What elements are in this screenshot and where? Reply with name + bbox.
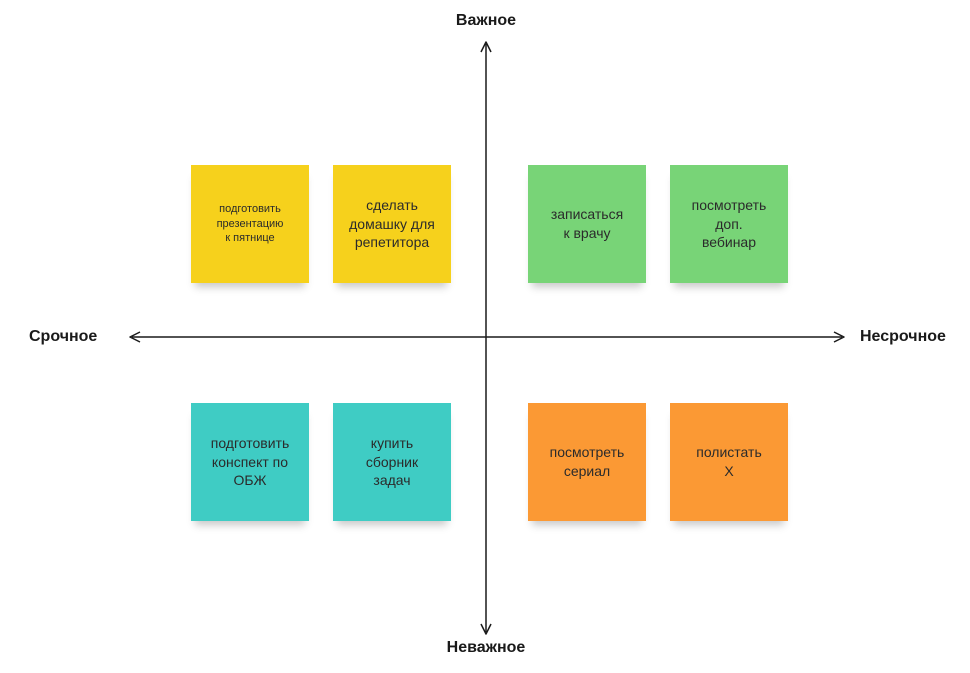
axis-label-important: Важное <box>455 12 517 29</box>
axis-label-not-urgent: Несрочное <box>860 328 946 345</box>
sticky-text: купить сборник задач <box>365 434 419 489</box>
sticky-note-doctor-appointment[interactable]: записаться к врачу <box>528 165 646 283</box>
sticky-text: подготовить конспект по ОБЖ <box>210 434 290 489</box>
sticky-text: сделать домашку для репетитора <box>349 196 435 251</box>
sticky-note-buy-book[interactable]: купить сборник задач <box>333 403 451 521</box>
axis-label-unimportant: Неважное <box>446 639 526 656</box>
sticky-note-prepare-notes[interactable]: подготовить конспект по ОБЖ <box>191 403 309 521</box>
sticky-note-watch-webinar[interactable]: посмотреть доп. вебинар <box>670 165 788 283</box>
axis-arrow-up <box>480 41 492 53</box>
sticky-text: подготовить презентацию к пятнице <box>216 202 284 245</box>
sticky-note-homework-tutor[interactable]: сделать домашку для репетитора <box>333 165 451 283</box>
sticky-note-scroll-x[interactable]: полистать X <box>670 403 788 521</box>
sticky-text: полистать X <box>696 444 762 479</box>
sticky-note-watch-series[interactable]: посмотреть сериал <box>528 403 646 521</box>
sticky-text: посмотреть сериал <box>549 444 625 479</box>
sticky-text: записаться к врачу <box>550 206 624 241</box>
axis-arrow-down <box>480 623 492 635</box>
axis-label-urgent: Срочное <box>29 328 98 345</box>
axis-arrow-right <box>833 331 845 343</box>
sticky-text: посмотреть доп. вебинар <box>691 196 767 251</box>
axis-arrow-left <box>129 331 141 343</box>
sticky-note-prepare-presentation[interactable]: подготовить презентацию к пятнице <box>191 165 309 283</box>
